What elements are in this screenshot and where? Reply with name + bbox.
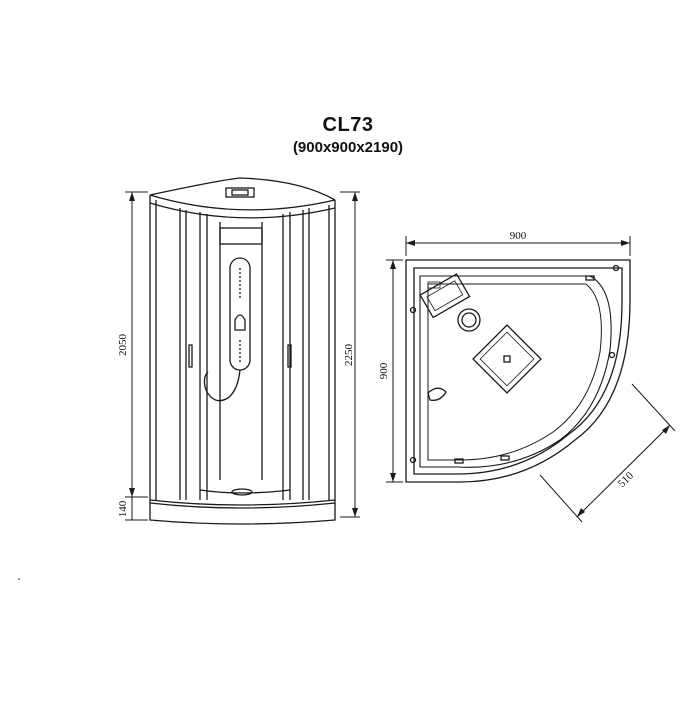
model-dimensions: (900x900x2190) <box>292 139 404 156</box>
roof-top <box>149 177 336 201</box>
plan-seat <box>427 387 447 401</box>
drain <box>231 488 253 496</box>
door-handle-left <box>188 344 193 368</box>
front-view <box>125 177 360 525</box>
dim-total-height: 2250 <box>343 344 355 367</box>
plan-drain-square <box>472 324 542 394</box>
roof-lower-curve <box>149 202 336 219</box>
plan-view <box>386 236 676 523</box>
door-handle-right <box>287 344 292 368</box>
dim-cabin-height: 2050 <box>117 334 129 357</box>
base-skirt <box>149 503 336 525</box>
stray-mark <box>18 578 20 580</box>
shower-hose <box>203 369 241 402</box>
tray-outline <box>405 259 631 483</box>
dim-depth: 900 <box>378 362 390 379</box>
mixer-valve <box>234 314 246 331</box>
roof-vent <box>225 187 255 198</box>
dim-door-opening: 510 <box>616 469 637 490</box>
roof-front-curve <box>149 194 336 211</box>
shower-tray-inner <box>199 489 291 494</box>
plan-shower-column <box>419 273 471 319</box>
plan-overhead-shower <box>457 308 481 332</box>
dim-base-height: 140 <box>117 500 129 517</box>
tray-inner-outline <box>413 267 623 475</box>
dim-width: 900 <box>510 230 527 242</box>
model-title: CL73 <box>322 114 374 136</box>
